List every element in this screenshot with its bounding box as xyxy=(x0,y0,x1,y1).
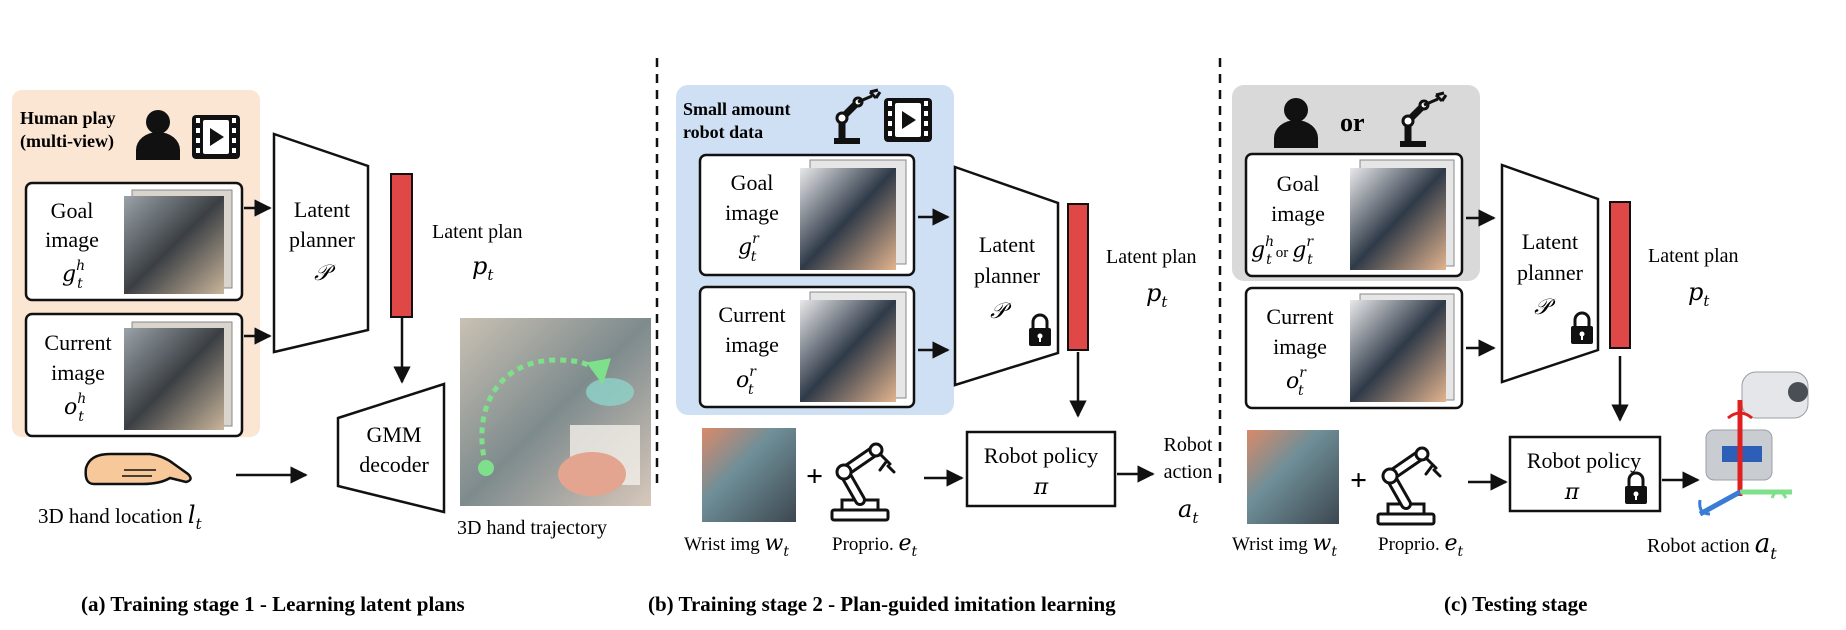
latent-plan-symbol: pt xyxy=(472,252,494,284)
robot-gripper-icon xyxy=(1698,371,1809,517)
goal-image-thumb xyxy=(1350,168,1446,270)
wrist-label: Wrist img wt xyxy=(1232,531,1337,560)
latent-plan-label: Latent plan xyxy=(1106,246,1197,268)
latent-plan-label: Latent plan xyxy=(1648,245,1739,267)
trajectory-path xyxy=(479,357,612,467)
robot-action-label: Robot action at xyxy=(1647,529,1777,563)
goal-image-thumb xyxy=(124,196,224,294)
or-label: or xyxy=(1340,108,1365,137)
robot-arm-icon xyxy=(832,444,894,520)
current-image-thumb xyxy=(124,328,224,430)
latent-plan-bar xyxy=(1609,201,1631,349)
hand-icon xyxy=(84,452,192,486)
caption-c: (c) Testing stage xyxy=(1444,592,1588,616)
wrist-label: Wrist img wt xyxy=(684,531,789,560)
proprio-label: Proprio. et xyxy=(832,531,918,560)
latent-plan-symbol: pt xyxy=(1688,278,1710,310)
current-image-thumb xyxy=(1350,300,1446,402)
caption-b: (b) Training stage 2 - Plan-guided imita… xyxy=(648,592,1116,616)
robot-arm-icon xyxy=(1378,448,1440,524)
robot-action-symbol: at xyxy=(1178,495,1199,527)
plus-sign: + xyxy=(1350,464,1367,497)
goal-image-thumb xyxy=(800,168,896,270)
latent-plan-symbol: pt xyxy=(1146,279,1168,311)
gmm-decoder-block xyxy=(336,382,446,514)
robot-policy-box xyxy=(965,430,1117,508)
video-icon xyxy=(192,115,240,159)
latent-planner-block xyxy=(272,132,370,354)
plus-sign: + xyxy=(806,460,823,493)
hand-trajectory-label: 3D hand trajectory xyxy=(457,517,607,539)
video-icon xyxy=(884,98,932,142)
caption-a: (a) Training stage 1 - Learning latent p… xyxy=(81,592,465,616)
latent-plan-bar xyxy=(1067,203,1089,351)
current-image-thumb xyxy=(800,300,896,402)
hand-location-label: 3D hand location lt xyxy=(38,501,203,533)
proprio-label: Proprio. et xyxy=(1378,531,1464,560)
wrist-image xyxy=(702,428,796,522)
human-play-header: Human play(multi-view) xyxy=(20,108,116,152)
trajectory-bowl-2 xyxy=(586,378,634,406)
trajectory-start-dot xyxy=(478,460,494,476)
wrist-image xyxy=(1247,430,1339,524)
latent-plan-bar xyxy=(390,173,413,318)
latent-plan-label: Latent plan xyxy=(432,221,523,243)
trajectory-bowl xyxy=(558,452,626,496)
